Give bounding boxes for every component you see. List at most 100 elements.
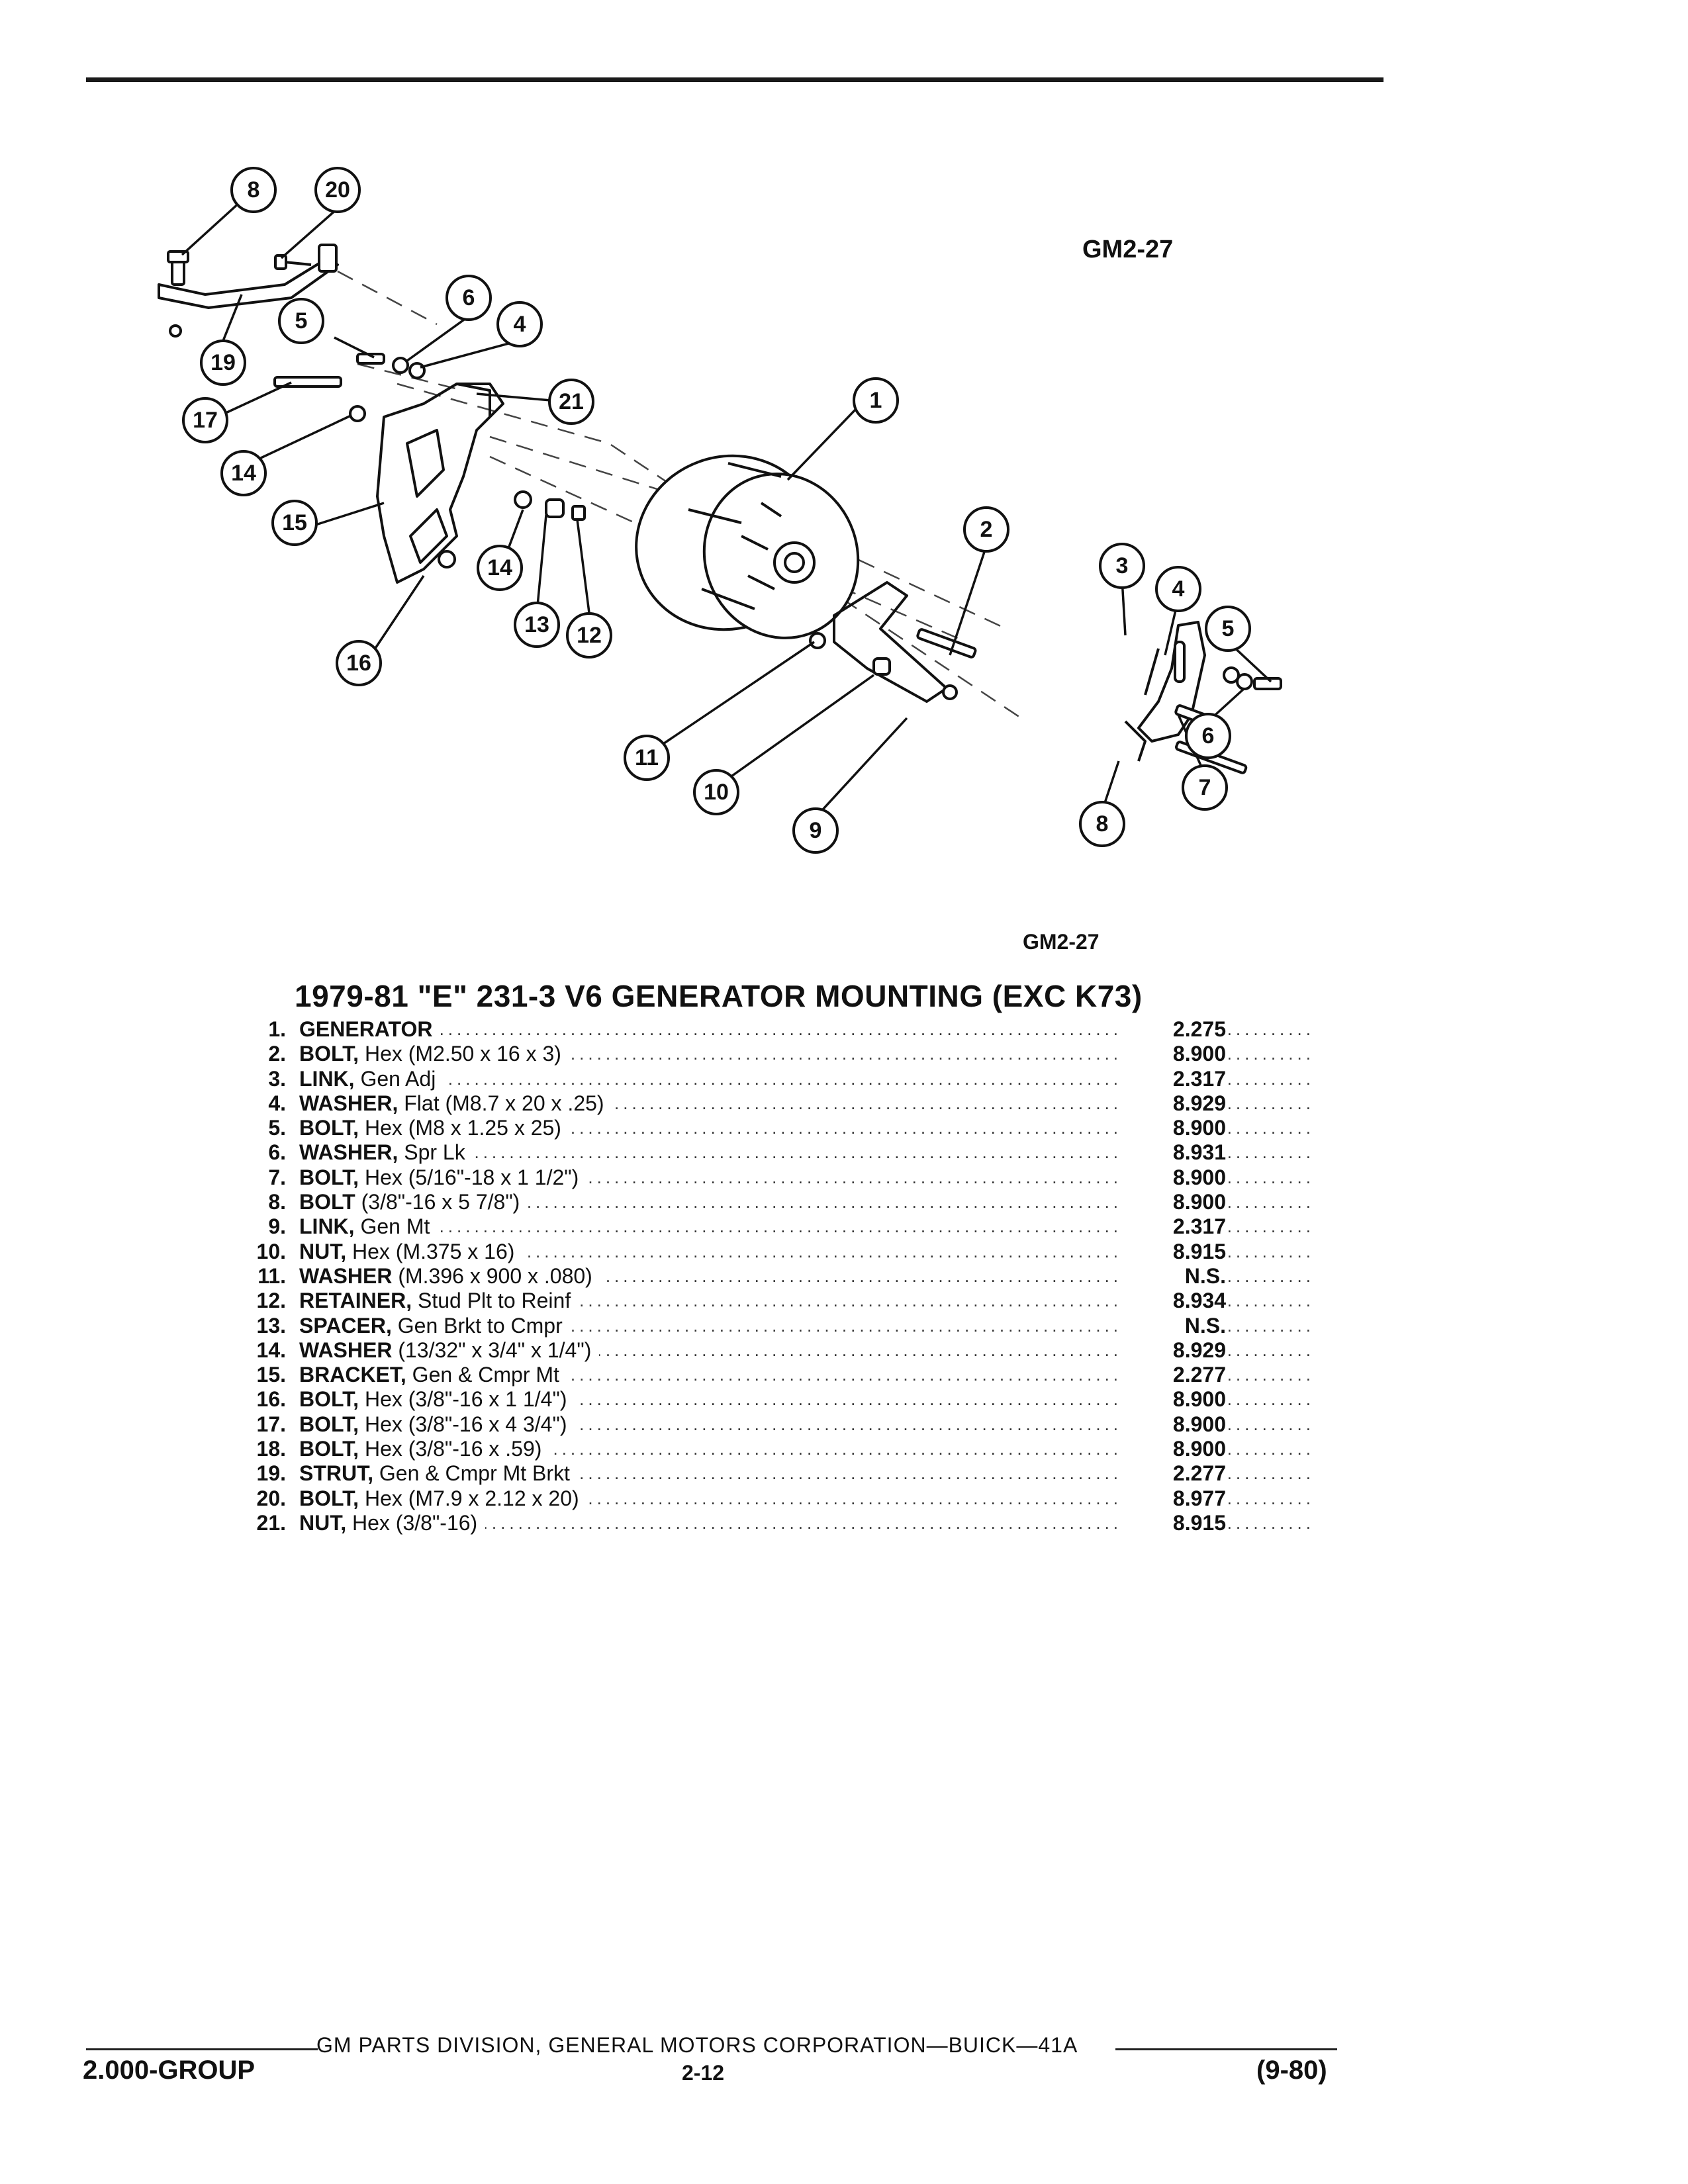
part-description: Gen Brkt to Cmpr [397, 1313, 563, 1338]
part-row: 8.......................................… [225, 1190, 1312, 1215]
part-description: Gen & Cmpr Mt Brkt [379, 1461, 570, 1486]
part-number: 21. [256, 1510, 286, 1535]
part-row: 20......................................… [225, 1486, 1312, 1511]
part-label: STRUT, Gen & Cmpr Mt Brkt [299, 1461, 578, 1486]
callout-6-right: 6 [1185, 713, 1231, 759]
part-description: (3/8"-16 x 5 7/8") [361, 1190, 520, 1214]
part-label: BOLT, Hex (3/8"-16 x 4 3/4") [299, 1412, 575, 1437]
part-label: BOLT, Hex (M2.50 x 16 x 3) [299, 1042, 569, 1067]
part-description: Flat (M8.7 x 20 x .25) [404, 1091, 604, 1115]
part-group-number: N.S. [1119, 1263, 1226, 1289]
part-row: 21......................................… [225, 1510, 1312, 1535]
footer-rule-right [1115, 2048, 1337, 2050]
callout-8-top: 8 [230, 167, 277, 213]
callout-4-right: 4 [1155, 566, 1201, 612]
figure-code-bottom: GM2-27 [1023, 930, 1100, 954]
callout-14-right: 14 [477, 545, 523, 591]
callout-4-left: 4 [496, 301, 543, 347]
callout-label: 7 [1199, 775, 1211, 800]
part-group-number: 8.929 [1119, 1091, 1226, 1116]
part-group-number: 8.977 [1119, 1486, 1226, 1511]
part-name: GENERATOR [299, 1017, 433, 1041]
part-number: 11. [258, 1263, 286, 1288]
part-row: 5.......................................… [225, 1116, 1312, 1141]
part-description: (M.396 x 900 x .080) [398, 1263, 592, 1288]
part-name: STRUT, [299, 1461, 373, 1486]
part-number: 1. [268, 1017, 286, 1041]
center-line [337, 270, 438, 326]
part-label: BOLT, Hex (M7.9 x 2.12 x 20) [299, 1486, 587, 1511]
part-number: 12. [256, 1289, 286, 1313]
part-name: WASHER [299, 1263, 393, 1288]
part-description: Gen Adj [360, 1066, 436, 1091]
part-description: Hex (M7.9 x 2.12 x 20) [364, 1486, 579, 1510]
part-row: 18......................................… [225, 1437, 1312, 1462]
part-name: BOLT, [299, 1116, 359, 1140]
part-label: GENERATOR [299, 1017, 441, 1042]
part-label: BOLT, Hex (3/8"-16 x 1 1/4") [299, 1387, 575, 1412]
part-description: Hex (M.375 x 16) [352, 1239, 515, 1263]
part-label: LINK, Gen Adj [299, 1066, 444, 1091]
part-description: Hex (M2.50 x 16 x 3) [364, 1042, 561, 1066]
section-title: 1979-81 "E" 231-3 V6 GENERATOR MOUNTING … [295, 979, 1143, 1013]
callout-7: 7 [1182, 764, 1228, 811]
callout-20: 20 [314, 167, 361, 213]
part-group-number: 2.277 [1119, 1461, 1226, 1486]
callout-17: 17 [182, 397, 228, 443]
part-group-number: 8.915 [1119, 1510, 1226, 1535]
part-number: 20. [256, 1486, 286, 1510]
callout-label: 20 [325, 177, 350, 203]
part-label: SPACER, Gen Brkt to Cmpr [299, 1313, 571, 1338]
footer-group-number: 2.000-GROUP [83, 2056, 256, 2085]
footer-date-code: (9-80) [1256, 2056, 1327, 2085]
callout-label: 13 [524, 612, 549, 637]
part-name: BOLT, [299, 1412, 359, 1436]
callout-6-left: 6 [445, 275, 492, 321]
part-row: 13......................................… [225, 1313, 1312, 1338]
part-number: 3. [268, 1066, 286, 1091]
footer-page-number: 2-12 [682, 2061, 725, 2085]
callout-10: 10 [693, 769, 739, 815]
part-description: Hex (5/16"-18 x 1 1/2") [364, 1165, 579, 1189]
part-row: 6.......................................… [225, 1140, 1312, 1165]
part-number: 19. [256, 1461, 286, 1486]
part-name: LINK, [299, 1066, 355, 1091]
part-name: RETAINER, [299, 1289, 412, 1313]
callout-label: 6 [463, 285, 475, 310]
callout-label: 6 [1202, 723, 1215, 749]
diagram-svg: 8 20 6 4 5 19 21 17 1 14 15 [158, 167, 1282, 854]
part-group-number: 8.900 [1119, 1412, 1226, 1437]
callout-label: 10 [704, 780, 729, 805]
part-row: 11......................................… [225, 1263, 1312, 1289]
part-number: 14. [256, 1338, 286, 1362]
callout-label: 8 [1096, 811, 1109, 837]
callout-label: 5 [1222, 616, 1235, 641]
part-number: 6. [268, 1140, 286, 1165]
generator-part [635, 454, 860, 639]
part-row: 9.......................................… [225, 1214, 1312, 1240]
callout-9: 9 [792, 807, 839, 854]
part-number: 15. [256, 1363, 286, 1387]
callout-label: 1 [870, 388, 882, 413]
part-name: LINK, [299, 1214, 355, 1239]
callout-label: 4 [1172, 576, 1185, 602]
part-group-number: 8.929 [1119, 1338, 1226, 1363]
part-description: (13/32" x 3/4" x 1/4") [398, 1338, 592, 1362]
callout-label: 4 [514, 312, 526, 337]
part-name: BOLT, [299, 1437, 359, 1461]
part-group-number: 8.931 [1119, 1140, 1226, 1165]
part-row: 3.......................................… [225, 1066, 1312, 1091]
part-number: 9. [268, 1214, 286, 1239]
part-group-number: 2.317 [1119, 1066, 1226, 1091]
part-row: 16......................................… [225, 1387, 1312, 1412]
part-group-number: 8.915 [1119, 1239, 1226, 1264]
part-label: LINK, Gen Mt [299, 1214, 438, 1240]
part-row: 14......................................… [225, 1338, 1312, 1363]
part-group-number: 8.900 [1119, 1437, 1226, 1462]
part-name: WASHER, [299, 1091, 399, 1115]
part-number: 8. [268, 1190, 286, 1214]
callout-13: 13 [514, 602, 560, 648]
footer-credit: GM PARTS DIVISION, GENERAL MOTORS CORPOR… [316, 2033, 1078, 2057]
part-row: 2.......................................… [225, 1042, 1312, 1067]
part-group-number: 2.275 [1119, 1017, 1226, 1042]
